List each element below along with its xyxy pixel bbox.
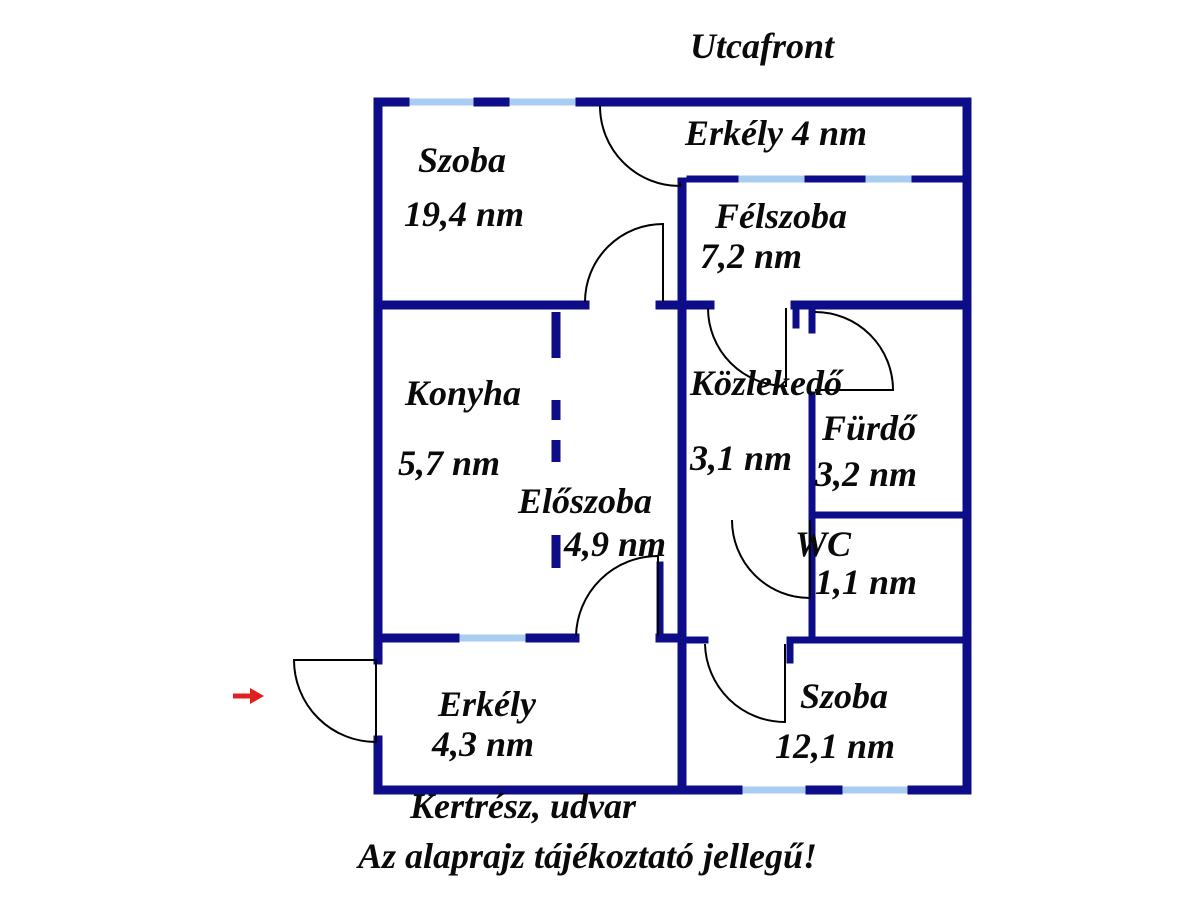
yard-label: Kertrész, udvar — [409, 786, 637, 826]
room-konyha-name: Konyha — [404, 373, 521, 413]
windows — [405, 98, 915, 794]
room-erkely-1-name: Erkély 4 nm — [684, 113, 867, 153]
disclaimer-text: Az alaprajz tájékoztató jellegű! — [356, 836, 817, 876]
room-szoba-2-name: Szoba — [800, 676, 888, 716]
room-konyha-area: 5,7 nm — [398, 443, 500, 483]
room-eloszoba-name: Előszoba — [517, 481, 652, 521]
doors — [292, 105, 895, 744]
room-wc-area: 1,1 nm — [815, 562, 917, 602]
room-szoba-2-area: 12,1 nm — [775, 726, 895, 766]
room-szoba-1-name: Szoba — [418, 140, 506, 180]
arrow-right-icon — [233, 688, 264, 704]
room-kozlekedo-name: Közlekedő — [689, 363, 844, 403]
room-eloszoba-area: 4,9 nm — [563, 524, 666, 564]
room-kozlekedo-area: 3,1 nm — [689, 438, 792, 478]
room-furdo-name: Fürdő — [821, 408, 918, 448]
room-erkely-2-name: Erkély — [437, 684, 537, 724]
room-erkely-2-area: 4,3 nm — [431, 724, 534, 764]
room-labels: Szoba 19,4 nm Erkély 4 nm Félszoba 7,2 n… — [398, 113, 918, 766]
room-felszoba-area: 7,2 nm — [700, 236, 802, 276]
room-felszoba-name: Félszoba — [714, 196, 847, 236]
room-furdo-area: 3,2 nm — [814, 454, 917, 494]
walls — [373, 97, 972, 795]
street-front-label: Utcafront — [690, 26, 835, 66]
room-wc-name: WC — [795, 524, 852, 564]
room-szoba-1-area: 19,4 nm — [404, 194, 524, 234]
